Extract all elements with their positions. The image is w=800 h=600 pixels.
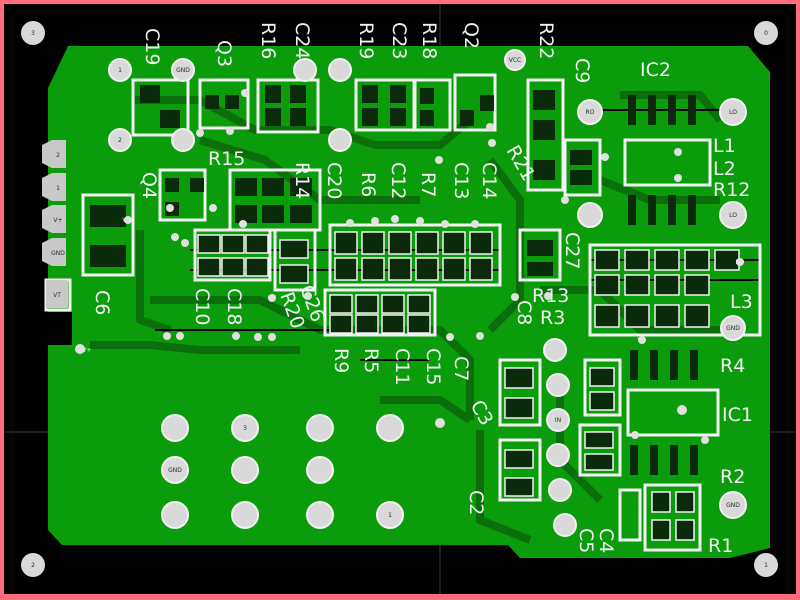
label-c11: C11 <box>391 348 413 385</box>
label-c13: C13 <box>450 162 472 199</box>
label-r18: R18 <box>418 22 440 59</box>
corner-mark-br: 1 <box>764 562 768 569</box>
conn-pin-5: VT <box>53 292 61 299</box>
label-r16: R16 <box>257 22 279 59</box>
pad-label-a: 1 <box>118 67 122 74</box>
label-c10: C10 <box>191 288 213 325</box>
label-l2: L2 <box>713 158 736 180</box>
label-c23: C23 <box>388 22 410 59</box>
connector-left: 2 1 V+ GND VT <box>42 140 68 308</box>
conn-pin-4: GND <box>51 250 65 257</box>
label-c14: C14 <box>478 162 500 199</box>
pad-label-p3: 3 <box>243 425 247 432</box>
label-c6: C6 <box>91 290 113 315</box>
label-c27: C27 <box>561 232 583 269</box>
label-r6: R6 <box>357 172 379 197</box>
net-ro: RO <box>736 259 745 266</box>
net-vplus-4: V+ <box>637 337 646 344</box>
net-vplus-1: V+ <box>82 347 91 354</box>
label-r19: R19 <box>355 22 377 59</box>
conn-pin-1: 2 <box>56 152 60 159</box>
net-m-1: M <box>679 407 684 414</box>
label-r12: R12 <box>713 179 750 201</box>
label-r5: R5 <box>360 348 382 373</box>
pad-label-p4: 1 <box>388 512 392 519</box>
label-ic1: IC1 <box>722 404 753 426</box>
pad-label-lo2: LO <box>729 212 737 219</box>
pad-array <box>197 231 740 541</box>
label-r2: R2 <box>720 466 745 488</box>
ic-pins <box>628 95 698 475</box>
label-ic2: IC2 <box>640 59 671 81</box>
smd-pads <box>90 85 592 276</box>
label-q3: Q3 <box>213 40 235 67</box>
label-r1: R1 <box>708 535 733 557</box>
label-r15: R15 <box>208 148 245 170</box>
label-c24: C24 <box>291 22 313 59</box>
net-m-2: M <box>675 175 680 182</box>
label-c20: C20 <box>323 162 345 199</box>
pad-label-gnd2: GND <box>726 325 740 332</box>
through-hole-labels: 1 GND 2 VCC RO LO LO GND GND IN GND 3 1 <box>118 57 740 519</box>
label-c18: C18 <box>223 288 245 325</box>
label-c2: C2 <box>465 490 487 515</box>
through-hole-pads <box>108 49 747 537</box>
pad-label-in: IN <box>555 417 561 424</box>
label-r13: R13 <box>532 285 569 307</box>
label-l1: L1 <box>713 135 736 157</box>
label-c9: C9 <box>571 58 593 83</box>
pad-label-gnd4: GND <box>168 467 182 474</box>
conn-pin-2: 1 <box>56 185 60 192</box>
pad-label-gnd3: GND <box>726 502 740 509</box>
label-c15: C15 <box>422 348 444 385</box>
conn-pin-3: V+ <box>53 217 62 224</box>
pad-label-ro: RO <box>586 109 595 116</box>
label-r7: R7 <box>417 172 439 197</box>
corner-holes: 3 0 2 1 <box>21 21 778 577</box>
net-l: L <box>478 333 482 340</box>
label-c4: C4 <box>595 528 617 553</box>
label-r9: R9 <box>330 348 352 373</box>
label-l3: L3 <box>730 291 753 313</box>
label-c8: C8 <box>513 300 535 325</box>
label-c5: C5 <box>575 528 597 553</box>
pad-label-c: 2 <box>118 137 122 144</box>
label-c12: C12 <box>387 162 409 199</box>
net-r: R <box>448 334 452 341</box>
label-c7: C7 <box>450 356 472 381</box>
pad-label-b: GND <box>176 67 190 74</box>
label-r22: R22 <box>535 22 557 59</box>
label-r14: R14 <box>291 162 313 199</box>
label-r4: R4 <box>720 355 745 377</box>
pad-label-vcc: VCC <box>509 57 521 64</box>
net-vplus-2: V+ <box>122 217 131 224</box>
pad-label-lo: LO <box>729 109 737 116</box>
silkscreen <box>44 73 762 552</box>
label-q4: Q4 <box>138 172 160 199</box>
net-vt: VT <box>268 295 276 302</box>
net-markers: V+ V+ VT V+ M M R L V+ RO <box>82 175 744 427</box>
corner-mark-bl: 2 <box>31 562 35 569</box>
label-q2: Q2 <box>460 22 482 49</box>
corner-mark-tr: 0 <box>764 30 768 37</box>
net-vplus-3: V+ <box>435 420 444 427</box>
vias <box>75 89 744 444</box>
label-r3: R3 <box>540 307 565 329</box>
corner-mark-tl: 3 <box>31 30 35 37</box>
label-c19: C19 <box>141 28 163 65</box>
